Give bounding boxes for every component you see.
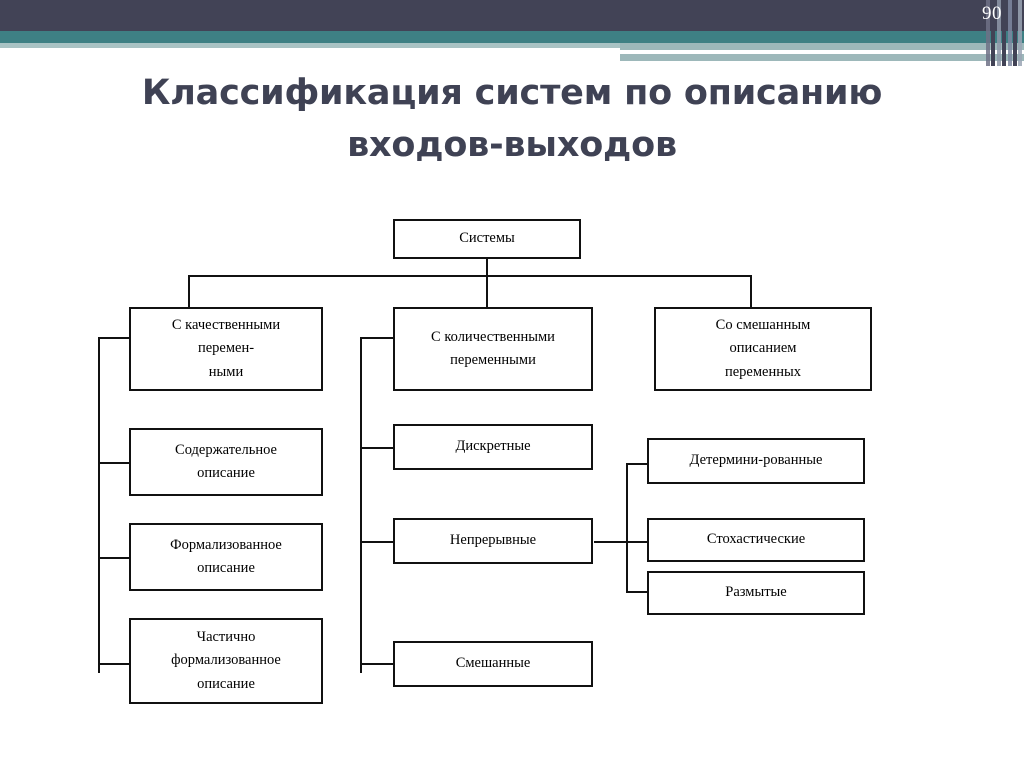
- edge-to-mixed: [750, 275, 752, 307]
- node-stochastic[interactable]: Стохастические: [647, 518, 865, 562]
- edge-to-qualitative: [188, 275, 190, 307]
- edge-continuous-out: [594, 541, 628, 543]
- header-teal-band: [0, 31, 1024, 43]
- header-accent-band-a: [620, 43, 1024, 50]
- edge-quant-stub-2: [360, 447, 394, 449]
- edge-root-down: [486, 258, 488, 276]
- edge-to-quantitative: [486, 275, 488, 307]
- node-discrete[interactable]: Дискретные: [393, 424, 593, 470]
- node-mixed-types[interactable]: Смешанные: [393, 641, 593, 687]
- edge-cont-stub-3: [626, 591, 648, 593]
- header-stripe: [996, 0, 1001, 66]
- edge-qual-stub-1: [98, 337, 130, 339]
- header-white-notch-a: [620, 50, 950, 54]
- node-continuous-label: Непрерывные: [449, 532, 537, 549]
- edge-quant-stub-3: [360, 541, 394, 543]
- edge-quant-stub-1: [360, 337, 394, 339]
- edge-level2-bus: [188, 275, 750, 277]
- node-deterministic[interactable]: Детермини-рованные: [647, 438, 865, 484]
- node-mixed-types-label: Смешанные: [455, 655, 531, 672]
- page-title-line-1: Классификация систем по описанию: [141, 73, 883, 113]
- edge-qual-stub-4: [98, 663, 130, 665]
- edge-continuous-spine: [626, 463, 628, 593]
- node-root[interactable]: Системы: [393, 219, 581, 259]
- header-stripe: [991, 0, 996, 66]
- node-deterministic-label: Детермини-рованные: [689, 452, 823, 469]
- edge-qualitative-spine: [98, 337, 100, 673]
- edge-quantitative-spine: [360, 337, 362, 673]
- edge-qual-stub-2: [98, 462, 130, 464]
- node-continuous[interactable]: Непрерывные: [393, 518, 593, 564]
- edge-qual-stub-3: [98, 557, 130, 559]
- edge-cont-stub-2: [626, 541, 648, 543]
- page-title-line-2: входов-выходов: [347, 124, 677, 165]
- page-number: 90: [982, 3, 1002, 24]
- node-discrete-label: Дискретные: [455, 438, 531, 455]
- header-stripe: [986, 0, 990, 66]
- header-stripe: [1007, 0, 1012, 66]
- header-white-notch-b: [850, 61, 1024, 66]
- node-fuzzy-label: Размытые: [725, 584, 787, 601]
- node-stochastic-label: Стохастические: [706, 531, 806, 548]
- header-pale-band: [0, 43, 1024, 48]
- header-accent-band-b: [620, 54, 1024, 61]
- header-stripe: [1018, 0, 1023, 66]
- node-root-label: Системы: [459, 230, 515, 247]
- header-stripe: [1013, 0, 1017, 66]
- edge-cont-stub-1: [626, 463, 648, 465]
- header-dark-band: [0, 0, 1024, 31]
- slide-header-decoration: 90: [0, 0, 1024, 66]
- page-title: Классификация систем по описанию входов-…: [0, 68, 1024, 172]
- node-fuzzy[interactable]: Размытые: [647, 571, 865, 615]
- header-stripe: [1002, 0, 1007, 66]
- edge-quant-stub-4: [360, 663, 394, 665]
